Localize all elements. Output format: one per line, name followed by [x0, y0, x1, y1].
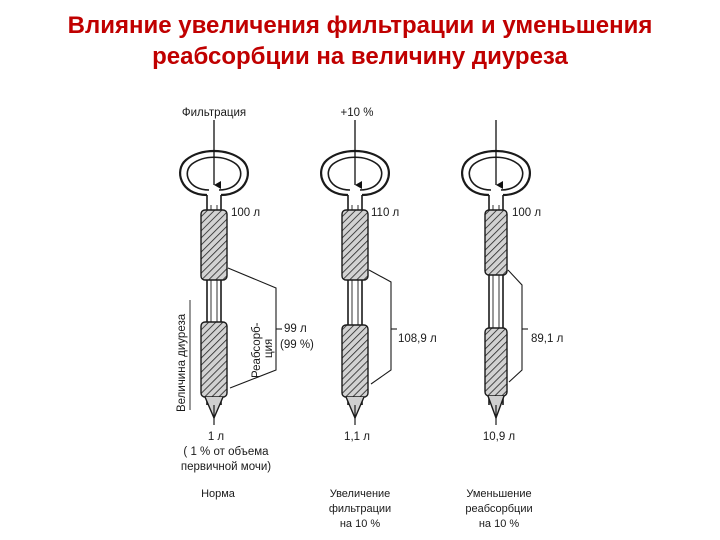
filtration-label: Фильтрация	[182, 107, 246, 119]
reabsorbed-volume-label: 108,9 л	[398, 333, 437, 345]
reabsorbed-volume-label: 99 л	[284, 323, 307, 335]
title-line-1: Влияние увеличения фильтрации и уменьшен…	[67, 12, 653, 39]
lower-tubule-segment	[341, 324, 369, 398]
caption-increased-filtration-1: Увеличение	[330, 488, 391, 500]
caption-increased-filtration-2: фильтрации	[329, 503, 391, 515]
reabsorption-bracket	[507, 269, 523, 383]
diuresis-vertical-label: Величина диуреза	[176, 313, 188, 412]
reabsorbed-percent-label: (99 %)	[280, 339, 314, 351]
reabsorption-bracket	[368, 269, 392, 385]
nephron-decreased-reabsorption	[461, 120, 531, 425]
upper-tubule-segment	[484, 209, 508, 276]
lower-tubule-segment	[200, 321, 228, 398]
lower-tubule-segment	[484, 327, 508, 397]
nephron-normal	[179, 120, 282, 425]
caption-increased-filtration-3: на 10 %	[340, 518, 381, 530]
reabsorbed-volume-label: 89,1 л	[531, 333, 563, 345]
output-volume-label: 1 л	[208, 431, 224, 443]
reabsorption-vertical-label-2: ция	[263, 339, 275, 358]
caption-normal: Норма	[201, 488, 236, 500]
output-volume-label: 10,9 л	[483, 431, 515, 443]
output-note-line-1: ( 1 % от объема	[183, 446, 269, 458]
filtrate-volume-label: 100 л	[231, 207, 260, 219]
upper-tubule-segment	[341, 209, 369, 281]
output-note-line-2: первичной мочи)	[181, 461, 271, 473]
title-line-2: реабсорбции на величину диуреза	[152, 43, 568, 70]
slide-title: Влияние увеличения фильтрации и уменьшен…	[0, 10, 720, 72]
filtration-increase-label: +10 %	[341, 107, 374, 119]
reabsorption-vertical-label-1: Реабсорб-	[251, 322, 263, 378]
caption-decreased-reabsorption-2: реабсорбции	[465, 503, 532, 515]
caption-decreased-reabsorption-3: на 10 %	[479, 518, 520, 530]
filtrate-volume-label: 110 л	[371, 207, 399, 219]
filtrate-volume-label: 100 л	[512, 207, 541, 219]
caption-decreased-reabsorption-1: Уменьшение	[466, 488, 531, 500]
nephron-increased-filtration	[320, 120, 397, 425]
output-volume-label: 1,1 л	[344, 431, 370, 443]
upper-tubule-segment	[200, 209, 228, 281]
